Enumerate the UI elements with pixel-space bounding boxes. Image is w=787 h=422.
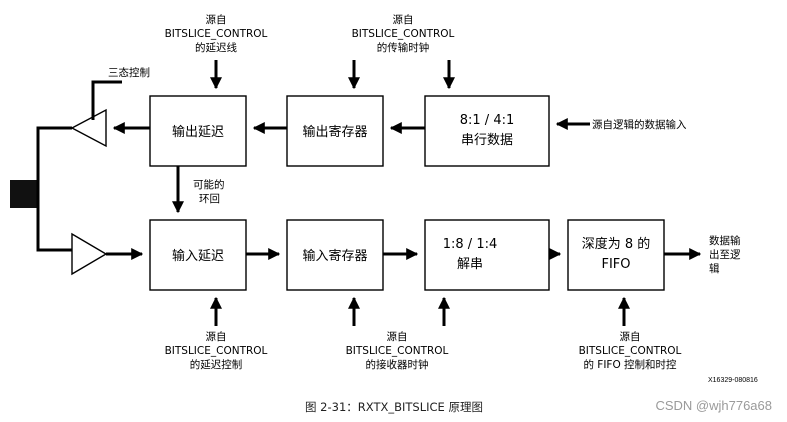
top-delay-source-3: 的延迟线	[195, 41, 237, 54]
data-output-label-3: 辑	[709, 262, 720, 275]
top-delay-source-2: BITSLICE_CONTROL	[165, 28, 268, 40]
bottom-delay-source-1: 源自	[206, 330, 227, 343]
tristate-control-label: 三态控制	[108, 66, 150, 79]
input-delay-block	[149, 219, 247, 291]
data-output-label-2: 出至逻	[709, 248, 741, 261]
deserializer-block	[424, 219, 550, 291]
fifo-block	[567, 219, 665, 291]
bottom-receiver-clock-3: 的接收器时钟	[366, 358, 429, 371]
input-buffer-icon	[71, 232, 108, 276]
pad-wiring	[36, 126, 72, 252]
fifo-label-1: 深度为 8 的	[582, 236, 651, 252]
top-clock-source-2: BITSLICE_CONTROL	[352, 28, 455, 40]
logic-data-input-label: 源自逻辑的数据输入	[592, 118, 687, 131]
input-register-label: 输入寄存器	[302, 248, 367, 264]
output-register-label: 输出寄存器	[302, 124, 367, 140]
loopback-label-2: 环回	[199, 193, 220, 205]
bottom-fifo-source-1: 源自	[620, 330, 641, 343]
tristate-control-wire	[91, 80, 122, 120]
bottom-receiver-clock-1: 源自	[387, 330, 408, 343]
serializer-label-2: 串行数据	[461, 133, 513, 148]
output-register-block	[286, 95, 384, 167]
figure-id: X16329-080816	[708, 377, 758, 384]
bottom-delay-source-2: BITSLICE_CONTROL	[165, 345, 268, 357]
watermark: CSDN @wjh776a68	[655, 398, 772, 413]
fifo-label-2: FIFO	[601, 257, 630, 272]
bottom-fifo-source-3: 的 FIFO 控制和时控	[583, 358, 677, 371]
input-delay-label: 输入延迟	[172, 248, 224, 264]
data-output-label-1: 数据输	[709, 234, 741, 247]
serializer-block	[424, 95, 550, 167]
figure-caption: 图 2-31：RXTX_BITSLICE 原理图	[305, 400, 483, 414]
top-clock-source-1: 源自	[393, 13, 414, 26]
bottom-fifo-source-2: BITSLICE_CONTROL	[579, 345, 682, 357]
top-clock-source-3: 的传输时钟	[377, 41, 430, 54]
output-delay-block	[149, 95, 247, 167]
output-buffer-icon	[70, 108, 107, 148]
top-delay-source-1: 源自	[206, 13, 227, 26]
deserializer-label-2: 解串	[457, 257, 483, 272]
output-delay-label: 输出延迟	[172, 124, 224, 140]
deserializer-label-1: 1:8 / 1:4	[443, 237, 498, 252]
serializer-label-1: 8:1 / 4:1	[460, 113, 515, 128]
loopback-label-1: 可能的	[193, 178, 225, 191]
bottom-delay-source-3: 的延迟控制	[190, 358, 243, 371]
bottom-receiver-clock-2: BITSLICE_CONTROL	[346, 345, 449, 357]
io-pad	[10, 180, 38, 208]
